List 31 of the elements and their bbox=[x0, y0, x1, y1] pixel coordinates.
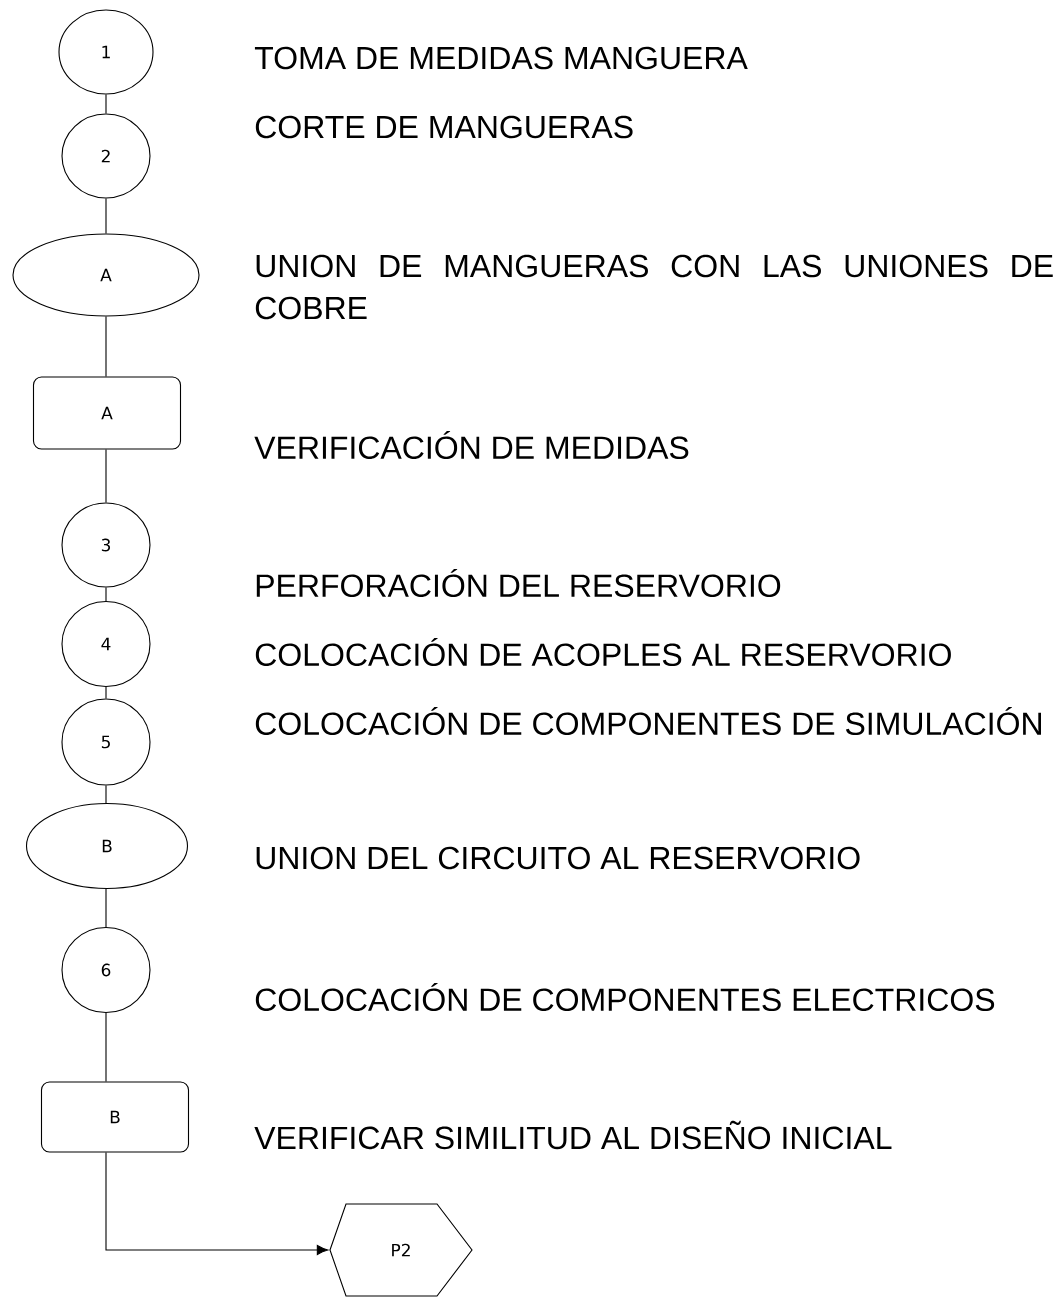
ellipse-node: 2 bbox=[61, 113, 151, 199]
step-description: COLOCACIÓN DE COMPONENTES ELECTRICOS bbox=[255, 983, 995, 1012]
step-description: UNION DEL CIRCUITO AL RESERVORIO bbox=[256, 846, 860, 870]
ellipse-node: 6 bbox=[61, 926, 151, 1014]
connector-line bbox=[105, 686, 107, 699]
step-description: COLOCACIÓN DE ACOPLES AL RESERVORIO bbox=[255, 638, 951, 667]
step-description: CORTE DE MANGUERAS bbox=[255, 115, 633, 139]
connector-line bbox=[105, 785, 107, 804]
ellipse-node: 1 bbox=[58, 9, 154, 95]
step-description: VERIFICAR SIMILITUD AL DISEÑO INICIAL bbox=[254, 1120, 892, 1150]
step-description: TOMA DE MEDIDAS MANGUERA bbox=[254, 46, 748, 70]
ellipse-node: B bbox=[25, 802, 189, 890]
connector-line bbox=[105, 888, 107, 928]
step-description: PERFORACIÓN DEL RESERVORIO bbox=[256, 569, 781, 598]
rounded-box: A bbox=[32, 376, 182, 450]
connector-line bbox=[105, 449, 107, 503]
step-description: COLOCACIÓN DE COMPONENTES DE SIMULACIÓN bbox=[255, 707, 1041, 736]
connector-line bbox=[105, 1152, 329, 1256]
ellipse-node: 4 bbox=[61, 600, 151, 688]
ellipse-node: 3 bbox=[61, 502, 151, 588]
connector-line bbox=[105, 94, 107, 114]
connector-line bbox=[105, 316, 107, 377]
step-description: VERIFICACIÓN DE MEDIDAS bbox=[254, 431, 689, 460]
rounded-box: B bbox=[40, 1081, 190, 1153]
ellipse-node: 5 bbox=[61, 698, 151, 786]
ellipse-node: A bbox=[12, 233, 200, 317]
connector-line bbox=[105, 587, 107, 602]
step-description: UNION DE MANGUERAS CON LAS UNIONES DE COBRE bbox=[255, 254, 1053, 320]
hexagon-node: P2 bbox=[329, 1203, 473, 1297]
connector-line bbox=[105, 1012, 107, 1082]
connector-line bbox=[105, 198, 107, 234]
